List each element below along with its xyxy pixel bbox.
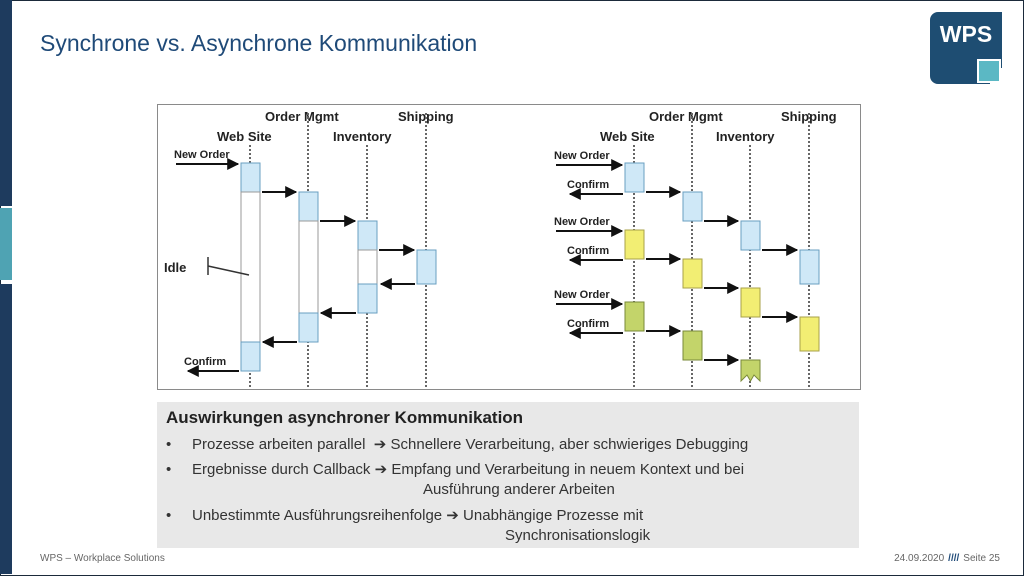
async-msg-confirm: Confirm <box>567 318 609 330</box>
slide-title: Synchrone vs. Asynchrone Kommunikation <box>40 30 478 56</box>
idle-bar <box>240 191 261 343</box>
sidebar-accent <box>0 208 12 280</box>
activation-box <box>682 258 703 289</box>
summary-panel: Auswirkungen asynchroner Kommunikation •… <box>157 402 859 548</box>
bullet-marker: • <box>166 461 172 478</box>
bullet-item: • Ergebnisse durch Callback ➔ Empfang und… <box>166 460 744 478</box>
activation-box <box>298 312 319 343</box>
async-header-web: Web Site <box>600 129 655 144</box>
sync-header-web: Web Site <box>217 129 272 144</box>
sync-header-shipping: Shipping <box>398 109 454 124</box>
activation-box <box>624 162 645 193</box>
bullet-item: • Prozesse arbeiten parallel ➔ Schnellere… <box>166 435 748 453</box>
idle-label: Idle <box>164 260 186 275</box>
footer-separator: //// <box>948 553 960 564</box>
sync-header-order: Order Mgmt <box>265 109 339 124</box>
async-header-shipping: Shipping <box>781 109 837 124</box>
sequence-diagram: Order Mgmt Shipping Web Site Inventory <box>157 104 861 390</box>
idle-bar <box>298 220 319 314</box>
activation-box-partial <box>740 359 761 383</box>
bullet-text: Prozesse arbeiten parallel ➔ Schnellere … <box>192 436 749 453</box>
bullet-text: Unbestimmte Ausführungsreihenfolge ➔ Una… <box>192 507 644 524</box>
activation-box <box>682 191 703 222</box>
activation-box <box>298 191 319 222</box>
bullet-marker: • <box>166 507 172 524</box>
activation-box <box>416 249 437 285</box>
bullet-item: • Unbestimmte Ausführungsreihenfolge ➔ Un… <box>166 506 643 524</box>
footer-date: 24.09.2020 <box>894 553 945 564</box>
activation-box <box>740 220 761 251</box>
activation-box <box>240 162 261 193</box>
bullet-marker: • <box>166 436 172 453</box>
idle-pointer <box>207 265 250 276</box>
async-msg-confirm: Confirm <box>567 179 609 191</box>
wps-logo: WPS <box>930 12 1002 84</box>
sync-diagram: Order Mgmt Shipping Web Site Inventory <box>164 109 454 387</box>
async-msg-new-order: New Order <box>554 150 610 162</box>
async-msg-new-order: New Order <box>554 289 610 301</box>
activation-box <box>799 249 820 285</box>
async-header-order: Order Mgmt <box>649 109 723 124</box>
idle-bar <box>357 249 378 285</box>
footer-meta: 24.09.2020////Seite 25 <box>894 553 1000 564</box>
sidebar-bar-bottom <box>0 284 12 574</box>
panel-heading: Auswirkungen asynchroner Kommunikation <box>166 408 524 427</box>
activation-box <box>740 287 761 318</box>
sync-msg-confirm: Confirm <box>184 356 226 368</box>
async-header-inventory: Inventory <box>716 129 775 144</box>
async-diagram: Order Mgmt Shipping Web Site Inventory N <box>554 109 837 387</box>
bullet-continuation: Synchronisationslogik <box>505 527 651 544</box>
activation-box <box>624 229 645 260</box>
sync-msg-new-order: New Order <box>174 149 230 161</box>
activation-box <box>624 301 645 332</box>
sequence-diagram-svg: Order Mgmt Shipping Web Site Inventory <box>164 109 837 387</box>
bullet-continuation: Ausführung anderer Arbeiten <box>423 481 615 498</box>
footer-page: Seite 25 <box>963 553 1000 564</box>
async-msg-confirm: Confirm <box>567 245 609 257</box>
sync-header-inventory: Inventory <box>333 129 392 144</box>
logo-text: WPS <box>940 21 992 47</box>
activation-box <box>357 283 378 314</box>
activation-box <box>682 330 703 361</box>
activation-box <box>357 220 378 251</box>
activation-box <box>240 341 261 372</box>
sidebar-bar <box>0 0 12 206</box>
activation-box <box>799 316 820 352</box>
async-msg-new-order: New Order <box>554 216 610 228</box>
bullet-text: Ergebnisse durch Callback ➔ Empfang und … <box>192 461 745 478</box>
footer-company: WPS – Workplace Solutions <box>40 553 165 564</box>
